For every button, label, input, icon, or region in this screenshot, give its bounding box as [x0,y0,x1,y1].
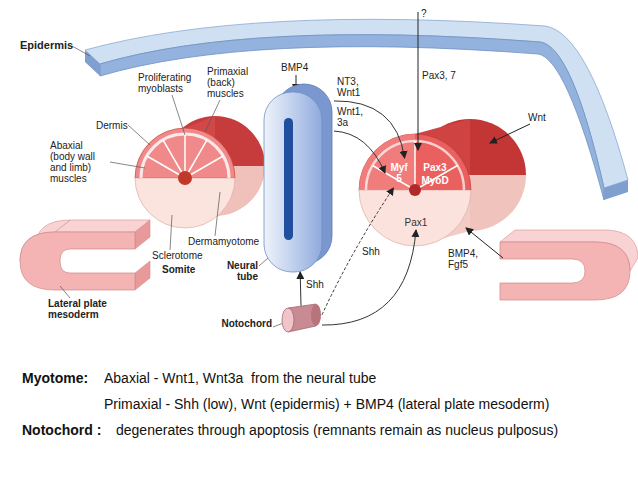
tissue-label: Abaxial (body wall and limb) muscles [50,140,108,184]
notochord-shape [280,302,322,334]
signal-label: ? [421,8,433,19]
signal-label: Shh [306,279,330,290]
signal-arrow [490,124,530,143]
sclerotome-region: Pax1 [398,214,434,230]
lateral-myotome: Pax3MyoD [418,160,452,190]
gene-label: Myf 5 [389,162,409,184]
lateral-plate-front [500,242,630,300]
signal-arrow [300,272,302,306]
signal-arrow [418,12,419,150]
structure-label: Neural tube [218,260,258,282]
gene-label: Pax3 [418,162,452,173]
structure-label: Notochord [204,318,272,329]
tissue-label: Epidermis [20,38,80,52]
note-text: Abaxial - Wnt1, Wnt3a from the neural tu… [104,370,634,387]
signal-arrow [322,230,416,325]
note-text: Primaxial - Shh (low), Wnt (epidermis) +… [104,396,634,413]
note-heading: Notochord : [22,422,122,439]
signal-label: NT3, Wnt1 [337,76,371,98]
neural-tube: Neural tube [262,84,334,272]
gene-label: Pax3, 7 [422,70,466,81]
leader-line [60,46,286,327]
somite-core [409,184,421,196]
lateral-plate-front [20,232,135,290]
medial-myotome: Myf 5 [385,158,413,188]
tissue-label: Dermis [96,120,136,131]
notochord-end [311,304,321,326]
signal-arrow [334,131,385,173]
central-canal [284,118,293,240]
notochord: Notochord [280,302,322,334]
gene-label: MyoD [418,175,452,186]
notochord-face [282,308,294,332]
tissue-label: Sclerotome [152,250,212,261]
epidermis-end [604,180,628,200]
lateral-plate-top [55,220,150,232]
dermamyotome-face [135,128,235,178]
neural-tube-front [264,92,322,272]
note-text: degenerates through apoptosis (remnants … [116,422,636,439]
tissue-label: Lateral plate mesoderm [48,298,128,320]
sclerotome-face [135,178,235,228]
tissue-label: Primaxial (back) muscles [207,66,255,99]
gene-label: Pax1 [398,217,434,228]
lateral-plate-end [135,261,150,290]
tissue-label: Dermamyotome [188,236,268,247]
signal-label: Wnt1, 3a [337,106,367,128]
epidermis-end [85,50,100,76]
sclerotome-face [359,190,471,246]
myoblast-wedges [373,141,458,190]
signal-label: BMP4 [281,62,321,73]
signal-label: Wnt [528,112,558,123]
dermamyotome-face [359,134,471,190]
lateral-plate-end [135,220,150,249]
signal-label: Shh [362,246,386,257]
neural-tube-shape [262,84,334,272]
dermis-ring [366,141,464,190]
signal-label: BMP4, Fgf5 [448,248,482,270]
note-heading: Myotome: [22,370,112,387]
somite-core [178,171,192,185]
dashed-signal-arrow [322,188,393,315]
signal-arrow [334,101,405,158]
tissue-label: Proliferating myoblasts [138,72,202,94]
tissue-label: Somite [162,264,212,275]
epidermis-front [100,35,604,200]
